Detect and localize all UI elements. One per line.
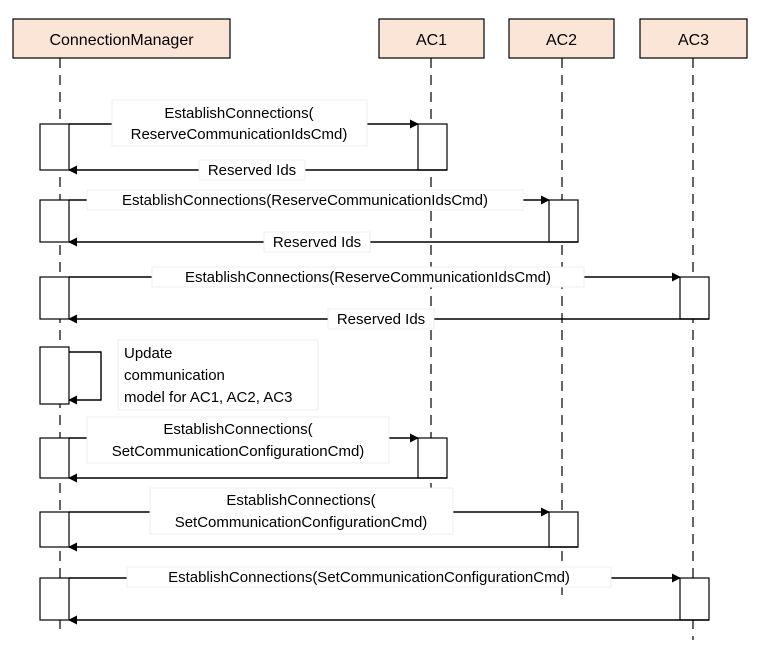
activation-ac3-2 xyxy=(679,577,710,621)
message-6: Reserved Ids xyxy=(68,308,709,330)
activation-ac1-2 xyxy=(417,437,448,479)
participant-ac3: AC3 xyxy=(639,18,748,59)
message-7-line-2: communication xyxy=(124,367,225,384)
activation-cm-6 xyxy=(39,511,70,548)
message-4-label: Reserved Ids xyxy=(273,234,361,251)
message-10-label: EstablishConnections(SetCommunicationCon… xyxy=(168,569,570,586)
participant-label-ac1: AC1 xyxy=(416,32,447,49)
activation-cm-3 xyxy=(39,276,70,320)
message-7-line-3: model for AC1, AC2, AC3 xyxy=(124,389,292,406)
message-5-label: EstablishConnections(ReserveCommunicatio… xyxy=(185,269,551,286)
message-1: EstablishConnections( ReserveCommunicati… xyxy=(69,99,419,147)
activation-cm-7 xyxy=(39,577,70,621)
participant-label-ac2: AC2 xyxy=(546,32,577,49)
activation-cm-5 xyxy=(39,437,70,479)
message-8-line-2: SetCommunicationConfigurationCmd) xyxy=(112,443,365,460)
activation-cm-1 xyxy=(39,123,70,171)
activation-ac2-1 xyxy=(548,199,579,243)
activation-ac1-1 xyxy=(417,123,448,171)
message-9-line-1: EstablishConnections( xyxy=(226,492,375,509)
message-4: Reserved Ids xyxy=(68,231,578,253)
message-2: Reserved Ids xyxy=(68,159,447,181)
message-6-label: Reserved Ids xyxy=(337,311,425,328)
activation-cm-4 xyxy=(39,346,70,405)
participant-label-cm: ConnectionManager xyxy=(49,32,194,49)
message-10: EstablishConnections(SetCommunicationCon… xyxy=(69,566,681,588)
message-8-line-1: EstablishConnections( xyxy=(163,421,312,438)
message-7-self-call: Update communication model for AC1, AC2,… xyxy=(68,339,319,411)
participant-label-ac3: AC3 xyxy=(678,32,709,49)
message-2-label: Reserved Ids xyxy=(208,162,296,179)
message-1-line-1: EstablishConnections( xyxy=(164,105,313,122)
message-1-line-2: ReserveCommunicationIdsCmd) xyxy=(131,126,348,143)
participant-ac1: AC1 xyxy=(378,18,485,59)
participant-ac2: AC2 xyxy=(508,18,615,59)
message-8: EstablishConnections( SetCommunicationCo… xyxy=(69,416,419,464)
message-9-line-2: SetCommunicationConfigurationCmd) xyxy=(175,514,428,531)
message-3: EstablishConnections(ReserveCommunicatio… xyxy=(69,189,550,211)
message-5: EstablishConnections(ReserveCommunicatio… xyxy=(69,266,681,288)
message-3-label: EstablishConnections(ReserveCommunicatio… xyxy=(122,192,488,209)
participant-cm: ConnectionManager xyxy=(12,18,231,59)
message-9: EstablishConnections( SetCommunicationCo… xyxy=(69,487,550,535)
activation-ac2-2 xyxy=(548,511,579,548)
activation-ac3-1 xyxy=(679,276,710,320)
message-7-line-1: Update xyxy=(124,345,172,362)
activation-cm-2 xyxy=(39,199,70,243)
